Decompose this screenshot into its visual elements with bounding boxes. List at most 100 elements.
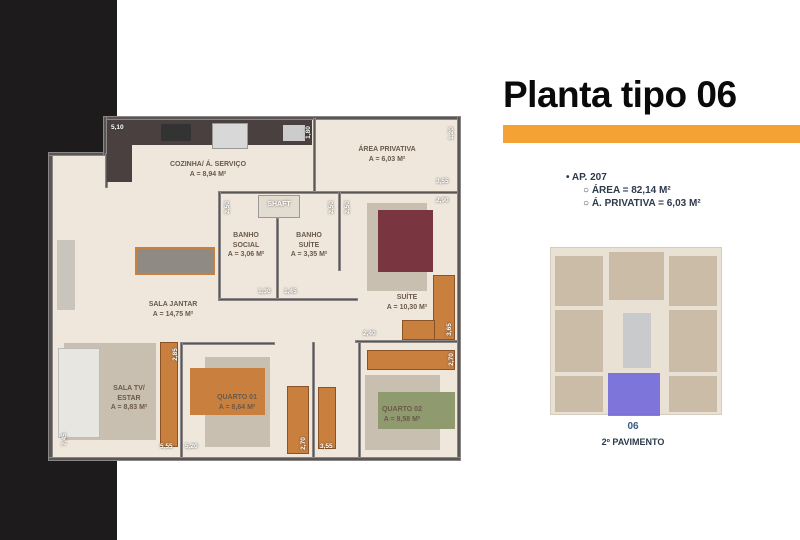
unit-area: ○ ÁREA = 82,14 M² bbox=[583, 185, 671, 196]
room-name: SUÍTE bbox=[396, 294, 418, 301]
key-core bbox=[623, 313, 651, 368]
cooktop bbox=[161, 124, 191, 141]
wall bbox=[276, 218, 279, 300]
room-area: A = 8,83 M² bbox=[110, 404, 148, 411]
room-bath-social-label: BANHO SOCIAL A = 3,06 M² bbox=[228, 231, 265, 260]
dimension-label: 1,80 bbox=[304, 126, 312, 139]
dimension-label: 2,50 bbox=[327, 201, 335, 214]
page-title: Planta tipo 06 bbox=[503, 74, 737, 115]
suite-bed bbox=[378, 210, 433, 272]
wall bbox=[338, 191, 341, 271]
sofa bbox=[58, 348, 100, 438]
room-name: BANHO bbox=[233, 232, 259, 239]
key-plan-highlighted-unit bbox=[608, 373, 660, 416]
room-suite-label: SUÍTE A = 10,30 M² bbox=[387, 293, 427, 312]
dining-table bbox=[135, 247, 215, 275]
room-dining-label: SALA JANTAR A = 14,75 M² bbox=[149, 300, 198, 319]
suite-wardrobe bbox=[433, 275, 455, 340]
sideboard bbox=[57, 240, 75, 310]
accent-bar bbox=[503, 125, 800, 143]
dimension-label: 2,70 bbox=[447, 353, 455, 366]
bedroom1-bed bbox=[190, 368, 265, 415]
dimension-label: 1,30 bbox=[258, 288, 271, 295]
dimension-label: 3,55 bbox=[436, 178, 449, 185]
key-unit bbox=[555, 256, 603, 306]
shaft bbox=[258, 195, 300, 218]
dimension-label: 7,45 bbox=[60, 433, 68, 446]
room-kitchen-label: COZINHA/ Á. SERVIÇO A = 8,94 M² bbox=[170, 160, 246, 179]
room-name: QUARTO 01 bbox=[217, 394, 257, 401]
room-bedroom1-label: QUARTO 01 A = 8,64 M² bbox=[217, 393, 257, 412]
kitchen-counter bbox=[107, 120, 132, 182]
unit-area-value: ÁREA = 82,14 M² bbox=[591, 185, 671, 196]
unit-label: • AP. 207 bbox=[566, 172, 607, 183]
dimension-label: 5,10 bbox=[111, 124, 124, 131]
wall bbox=[312, 342, 315, 458]
dimension-label: 2,85 bbox=[171, 348, 179, 361]
tv-panel bbox=[160, 342, 178, 447]
room-name: SOCIAL bbox=[232, 241, 260, 249]
room-area: A = 3,35 M² bbox=[290, 251, 328, 258]
wall bbox=[48, 457, 461, 461]
wall bbox=[180, 342, 183, 458]
room-name: QUARTO 02 bbox=[382, 406, 422, 413]
unit-private-area: ○ Á. PRIVATIVA = 6,03 M² bbox=[583, 198, 701, 209]
wall bbox=[180, 342, 275, 345]
kitchen-counter bbox=[107, 120, 312, 145]
room-area: A = 8,94 M² bbox=[189, 170, 227, 178]
room-area: A = 10,30 M² bbox=[386, 303, 428, 311]
wall bbox=[218, 191, 221, 301]
room-area: A = 8,64 M² bbox=[218, 403, 256, 411]
room-living-label: SALA TV/ESTAR A = 8,83 M² bbox=[111, 384, 148, 413]
wall bbox=[218, 298, 358, 301]
unit-private-area-value: Á. PRIVATIVA = 6,03 M² bbox=[591, 198, 701, 209]
room-area: A = 6,03 M² bbox=[368, 155, 406, 163]
wall bbox=[457, 116, 461, 461]
key-plan-floor: 2º PAVIMENTO bbox=[601, 437, 665, 447]
dimension-label: 5,55 bbox=[160, 443, 173, 450]
room-name: COZINHA/ Á. SERVIÇO bbox=[169, 161, 247, 168]
room-area: A = 3,06 M² bbox=[227, 251, 265, 258]
key-unit bbox=[669, 376, 717, 412]
wall bbox=[313, 118, 316, 193]
dimension-label: 3,55 bbox=[320, 443, 333, 450]
dimension-label: 3,65 bbox=[445, 323, 453, 336]
dimension-label: 2,40 bbox=[363, 330, 376, 337]
dimension-label: 1,20 bbox=[447, 127, 455, 140]
fridge bbox=[212, 123, 248, 149]
wall bbox=[48, 152, 106, 156]
room-name: SALA JANTAR bbox=[148, 301, 198, 308]
desk bbox=[318, 387, 336, 449]
bedroom2-wardrobe bbox=[367, 350, 455, 370]
key-unit bbox=[669, 256, 717, 306]
dimension-label: 1,45 bbox=[284, 288, 297, 295]
sink bbox=[283, 125, 305, 141]
dimension-label: 2,50 bbox=[343, 201, 351, 214]
bedroom1-wardrobe bbox=[287, 386, 309, 454]
key-unit bbox=[555, 376, 603, 412]
dimension-label: 2,50 bbox=[223, 201, 231, 214]
dimension-label: 2,70 bbox=[299, 437, 307, 450]
room-area: A = 14,75 M² bbox=[152, 310, 194, 318]
key-unit bbox=[609, 252, 664, 300]
room-private-area-label: ÁREA PRIVATIVA A = 6,03 M² bbox=[358, 145, 415, 164]
wall bbox=[358, 342, 361, 458]
room-name: SUÍTE bbox=[298, 241, 320, 249]
suite-wardrobe bbox=[402, 320, 435, 340]
wall bbox=[355, 340, 458, 343]
room-name: ESTAR bbox=[117, 394, 141, 402]
bedroom2-bed bbox=[378, 392, 455, 429]
dimension-label: 5,20 bbox=[185, 443, 198, 450]
key-unit bbox=[669, 310, 717, 372]
dimension-label: 2,90 bbox=[436, 197, 449, 204]
unit-number: AP. 207 bbox=[571, 172, 607, 183]
room-shaft-label: SHAFT bbox=[267, 201, 291, 208]
room-name: ÁREA PRIVATIVA bbox=[358, 146, 416, 153]
room-name: SALA TV/ bbox=[113, 385, 145, 392]
key-unit bbox=[555, 310, 603, 372]
wall bbox=[48, 152, 53, 461]
key-plan-unit-number: 06 bbox=[627, 421, 639, 432]
